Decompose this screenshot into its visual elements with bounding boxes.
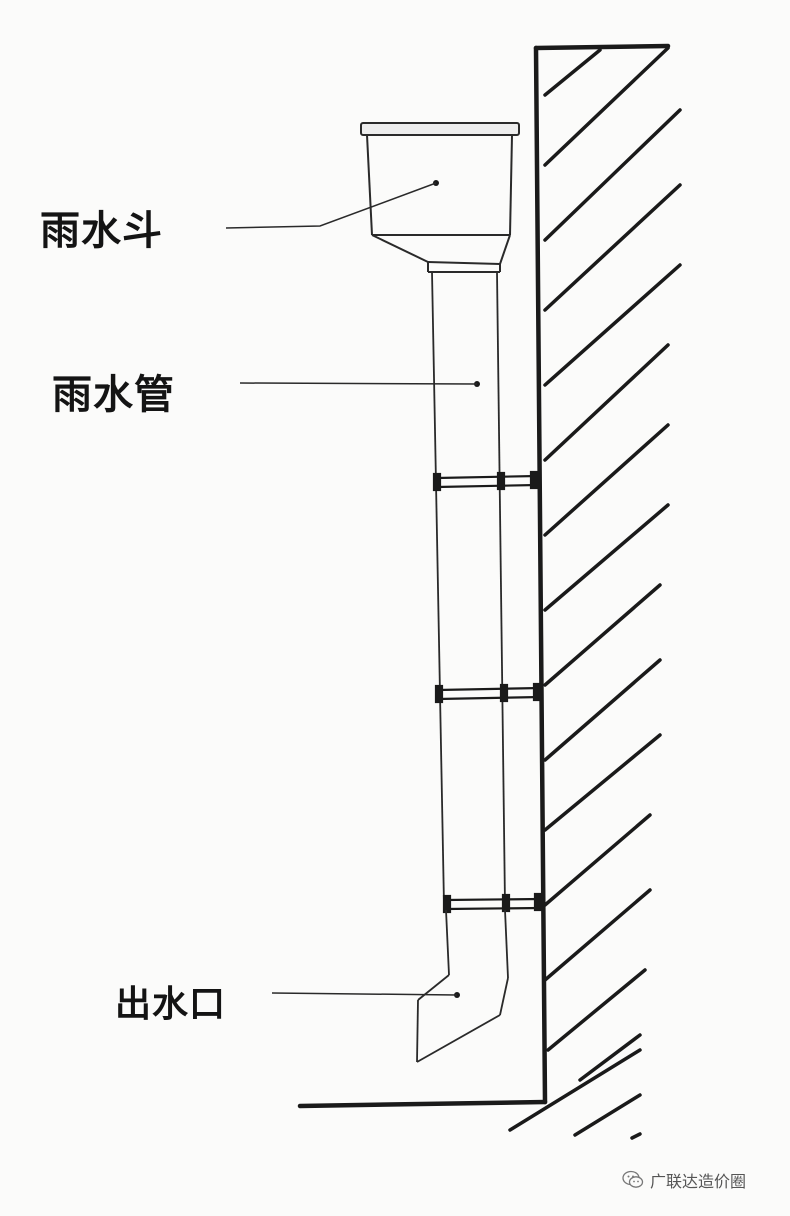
wechat-icon [622,1170,644,1190]
wall-outline [297,43,671,1109]
rain-pipe-shape [431,271,506,906]
pipe-leader-line [239,382,478,385]
pipe-bracket [442,892,543,914]
rain-funnel-label: 雨水斗 [40,208,163,254]
funnel-leader-line [225,182,437,229]
wall-hatching [508,46,682,1140]
rain-pipe-label: 雨水管 [52,372,175,418]
pipe-brackets [432,470,543,914]
outlet-shape [416,909,509,1063]
pipe-bracket [434,682,542,704]
outlet-label: 出水口 [115,984,227,1025]
leader-lines [225,182,478,996]
watermark-text: 广联达造价圈 [650,1172,747,1191]
watermark: 广联达造价圈 [622,1168,746,1192]
rain-funnel-shape [360,122,520,273]
outlet-leader-line [271,992,458,996]
pipe-bracket [432,470,539,492]
